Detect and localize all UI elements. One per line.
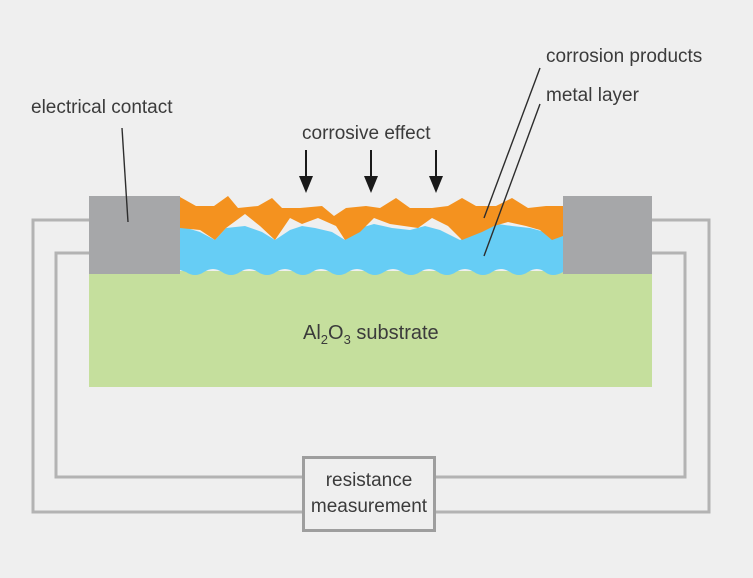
substrate-o: O <box>328 322 344 344</box>
left-electrical-contact <box>89 196 180 274</box>
metal-layer <box>180 224 563 275</box>
label-substrate: Al2O3 substrate <box>303 322 439 346</box>
arrow-head-2 <box>364 176 378 193</box>
right-electrical-contact <box>563 196 652 274</box>
resistance-measurement-box: resistance measurement <box>302 456 436 532</box>
arrow-head-1 <box>299 176 313 193</box>
corrosive-effect-arrows <box>299 150 443 193</box>
leader-corrosion-products <box>483 67 541 219</box>
label-corrosive-effect: corrosive effect <box>302 123 431 144</box>
leader-electrical-contact <box>121 127 129 223</box>
label-corrosion-products: corrosion products <box>546 46 703 67</box>
leader-lines <box>121 67 541 257</box>
leader-metal-layer <box>483 103 541 257</box>
arrow-head-3 <box>429 176 443 193</box>
resistance-measurement-line2: measurement <box>310 496 428 517</box>
resistance-measurement-line1: resistance <box>325 470 413 491</box>
wires <box>31 218 711 514</box>
substrate <box>89 271 652 387</box>
inner-wire <box>54 251 687 479</box>
label-electrical-contact: electrical contact <box>31 97 173 118</box>
substrate-word: substrate <box>350 322 439 344</box>
substrate-al: Al <box>303 322 321 344</box>
substrate-sub-3: 3 <box>343 332 351 347</box>
corrosion-products <box>180 196 563 240</box>
label-metal-layer: metal layer <box>546 85 639 106</box>
substrate-sub-2: 2 <box>320 332 329 347</box>
outer-wire <box>31 218 711 514</box>
